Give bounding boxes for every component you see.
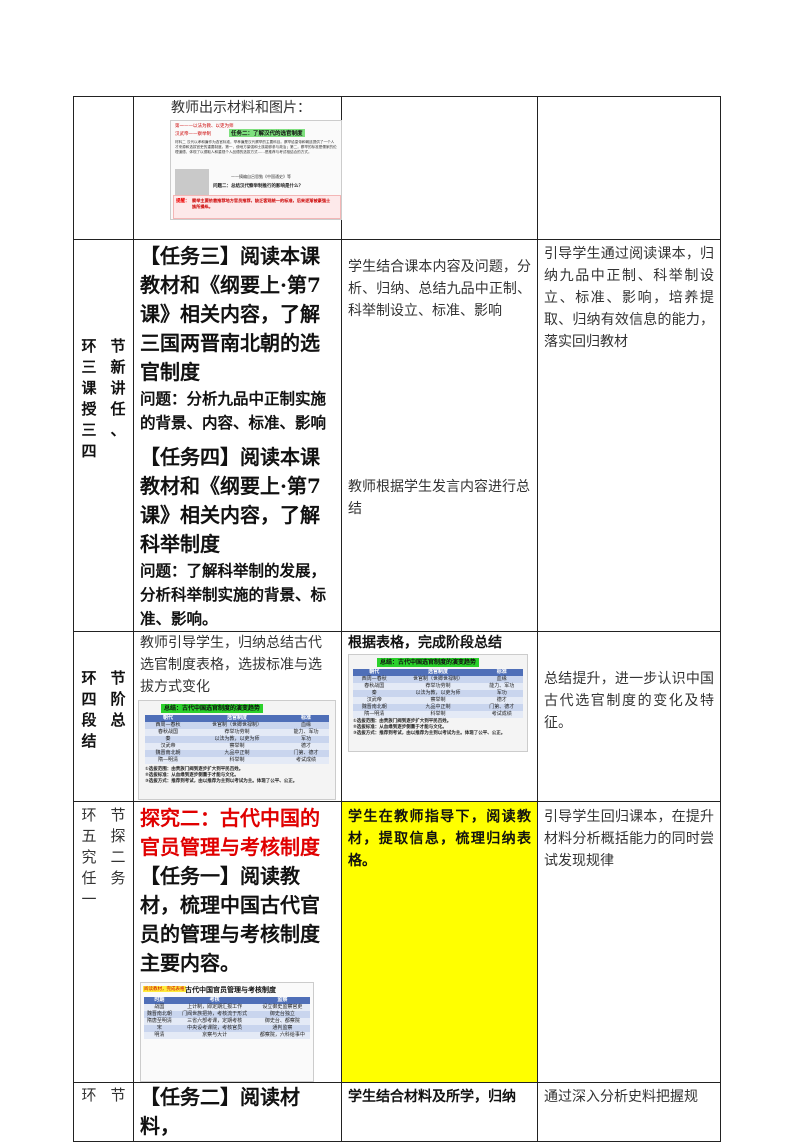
teacher-guidance: 教师引导学生，归纳总结古代选官制度表格，选拔标准与选拔方式变化 xyxy=(140,635,322,695)
image-passage: 材料二 汉代以孝和廉作为选官标准，举孝廉是汉代察举的主要科目。察举给皇帝和朝廷提… xyxy=(175,140,337,154)
stage-label-right: 节 探 二 务 xyxy=(110,806,126,887)
stage-label-left: 环 四 段 结 xyxy=(81,669,97,750)
image-tip: 察举主要依靠推荐地方官员推荐，缺乏客观统一的标准，后来逐渐被豪强士族所操纵。 xyxy=(192,198,331,209)
material-image: 第一——以法为教、以吏为师 汉武帝——察举制 任务二：了解汉代的选官制度 材料二… xyxy=(170,120,342,220)
stage-label-left: 环 五 究 任 一 xyxy=(81,806,97,908)
design-intent: 总结提升，进一步认识中国古代选官制度的变化及特征。 xyxy=(544,671,714,731)
student-activity: 学生结合课本内容及问题，分析、归纳、总结九品中正制、科举制设立、标准、影响 xyxy=(348,259,531,319)
intent-cell: 引导学生回归课本，在提升材料分析概括能力的同时尝试发现规律 xyxy=(537,801,721,1083)
task1-title: 【任务一】阅读教材，梳理中国古代官员的管理与考核制度主要内容。 xyxy=(140,864,320,975)
content-cell: 【任务三】阅读本课教材和《纲要上·第7课》相关内容，了解三国两晋南北朝的选官制度… xyxy=(133,239,342,632)
stage-label: 环 四 段 结 节 阶 总 xyxy=(73,631,134,802)
image-photo xyxy=(175,169,209,195)
student-task-title: 根据表格，完成阶段总结 xyxy=(348,635,502,651)
summary-table-image: 总结：古代中国选官制度的演变趋势 朝代选官制度标准 西周—春秋世官制（世卿世禄制… xyxy=(138,700,336,800)
image-question: 问题二：总结汉代察举制推行的影响是什么？ xyxy=(213,184,303,189)
task3-title: 【任务三】阅读本课教材和《纲要上·第7课》相关内容，了解三国两晋南北朝的选官制度 xyxy=(140,244,321,384)
design-intent: 引导学生回归课本，在提升材料分析概括能力的同时尝试发现规律 xyxy=(544,809,714,869)
content-cell: 探究二：古代中国的官员管理与考核制度 【任务一】阅读教材，梳理中国古代官员的管理… xyxy=(133,801,342,1083)
teacher-summary: 教师根据学生发言内容进行总结 xyxy=(348,479,530,517)
task4-title: 【任务四】阅读本课教材和《纲要上·第7课》相关内容，了解科举制度 xyxy=(140,445,321,556)
stage-label-left: 环 三 课 授 三 四 xyxy=(81,337,97,460)
intent-cell: 通过深入分析史料把握规 xyxy=(537,1082,721,1142)
table-row: 环 五 究 任 一 节 探 二 务 探究二：古代中国的官员管理与考核制度 【任务… xyxy=(73,801,721,1083)
content-cell: 教师引导学生，归纳总结古代选官制度表格，选拔标准与选拔方式变化 总结：古代中国选… xyxy=(133,631,342,802)
material-lead: 教师出示材料和图片： xyxy=(171,100,311,116)
stage-label-right: 节 新 讲 任 、 xyxy=(110,337,126,439)
image-task-title: 任务二：了解汉代的选官制度 xyxy=(229,129,305,137)
student-activity: 学生在教师指导下，阅读教材，提取信息，梳理归纳表格。 xyxy=(348,809,531,869)
stage-label-right: 节 xyxy=(110,1086,126,1104)
mgmt-table-tag: 阅读教材，完成表格 xyxy=(143,986,186,992)
explore-title: 探究二：古代中国的官员管理与考核制度 xyxy=(140,806,320,859)
intent-cell: 总结提升，进一步认识中国古代选官制度的变化及特征。 xyxy=(537,631,721,802)
table-row: 环 节 【任务二】阅读材料， 学生结合材料及所学，归纳 通过深入分析史料把握规 xyxy=(73,1082,721,1142)
student-cell: 学生在教师指导下，阅读教材，提取信息，梳理归纳表格。 xyxy=(341,801,538,1083)
stage-label-right: 节 阶 总 xyxy=(110,669,126,729)
content-cell: 教师出示材料和图片： 第一——以法为教、以吏为师 汉武帝——察举制 任务二：了解… xyxy=(133,96,342,240)
task2-title: 【任务二】阅读材料， xyxy=(140,1085,300,1138)
student-cell: 根据表格，完成阶段总结 总结：古代中国选官制度的演变趋势 朝代选官制度标准 西周… xyxy=(341,631,538,802)
table-row: 环 四 段 结 节 阶 总 教师引导学生，归纳总结古代选官制度表格，选拔标准与选… xyxy=(73,631,721,802)
management-table: 时期考核监察 战国上计制，即定期汇报工作设立御史监察官吏 魏晋南北朝门阀世族把持… xyxy=(144,997,310,1039)
design-intent: 引导学生通过阅读课本，归纳九品中正制、科举制设立、标准、影响，培养提取、归纳有效… xyxy=(544,246,714,350)
management-table-image: 阅读教材，完成表格 古代中国官员管理与考核制度 时期考核监察 战国上计制，即定期… xyxy=(140,982,314,1082)
summary-table-image-2: 总结：古代中国选官制度的演变趋势 朝代选官制度标准 西周—春秋世官制（世卿世禄制… xyxy=(348,654,528,752)
student-cell: 学生结合课本内容及问题，分析、归纳、总结九品中正制、科举制设立、标准、影响 教师… xyxy=(341,239,538,632)
student-activity: 学生结合材料及所学，归纳 xyxy=(348,1089,516,1105)
stage-label: 环 三 课 授 三 四 节 新 讲 任 、 xyxy=(73,239,134,632)
stage-label: 环 节 xyxy=(73,1082,134,1142)
student-cell xyxy=(341,96,538,240)
table-row: 教师出示材料和图片： 第一——以法为教、以吏为师 汉武帝——察举制 任务二：了解… xyxy=(73,96,721,240)
summary-notes: ①选拔范围：由贵族门阀到逐步扩大到平民百姓。 ②选拔标准：从血缘到逐步侧重于才能… xyxy=(145,767,298,784)
student-cell: 学生结合材料及所学，归纳 xyxy=(341,1082,538,1142)
lesson-plan-table: 教师出示材料和图片： 第一——以法为教、以吏为师 汉武帝——察举制 任务二：了解… xyxy=(73,96,721,1142)
design-intent: 通过深入分析史料把握规 xyxy=(544,1089,698,1105)
table-row: 环 三 课 授 三 四 节 新 讲 任 、 【任务三】阅读本课教材和《纲要上·第… xyxy=(73,239,721,632)
task3-question: 问题：分析九品中正制实施的背景、内容、标准、影响 xyxy=(140,389,327,432)
intent-cell xyxy=(537,96,721,240)
stage-cell xyxy=(73,96,134,240)
stage-label: 环 五 究 任 一 节 探 二 务 xyxy=(73,801,134,1083)
intent-cell: 引导学生通过阅读课本，归纳九品中正制、科举制设立、标准、影响，培养提取、归纳有效… xyxy=(537,239,721,632)
mgmt-table-title: 古代中国官员管理与考核制度 xyxy=(185,986,276,994)
stage-label-left: 环 xyxy=(81,1086,97,1104)
task4-question: 问题：了解科举制的发展，分析科举制实施的背景、标准、影响。 xyxy=(140,561,327,628)
summary-table-title: 总结：古代中国选官制度的演变趋势 xyxy=(161,704,264,713)
content-cell: 【任务二】阅读材料， xyxy=(133,1082,342,1142)
image-source: ——摘编自吕思勉《中国通史》等 xyxy=(231,174,291,179)
image-left-label: 汉武帝——察举制 xyxy=(175,132,211,137)
image-tip-label: 提醒： xyxy=(176,199,190,204)
summary-table: 朝代选官制度标准 西周—春秋世官制（世卿世禄制）血缘 春秋战国荐举功劳制能力、军… xyxy=(145,715,329,764)
image-top-tag: 第一——以法为教、以吏为师 xyxy=(175,124,234,129)
